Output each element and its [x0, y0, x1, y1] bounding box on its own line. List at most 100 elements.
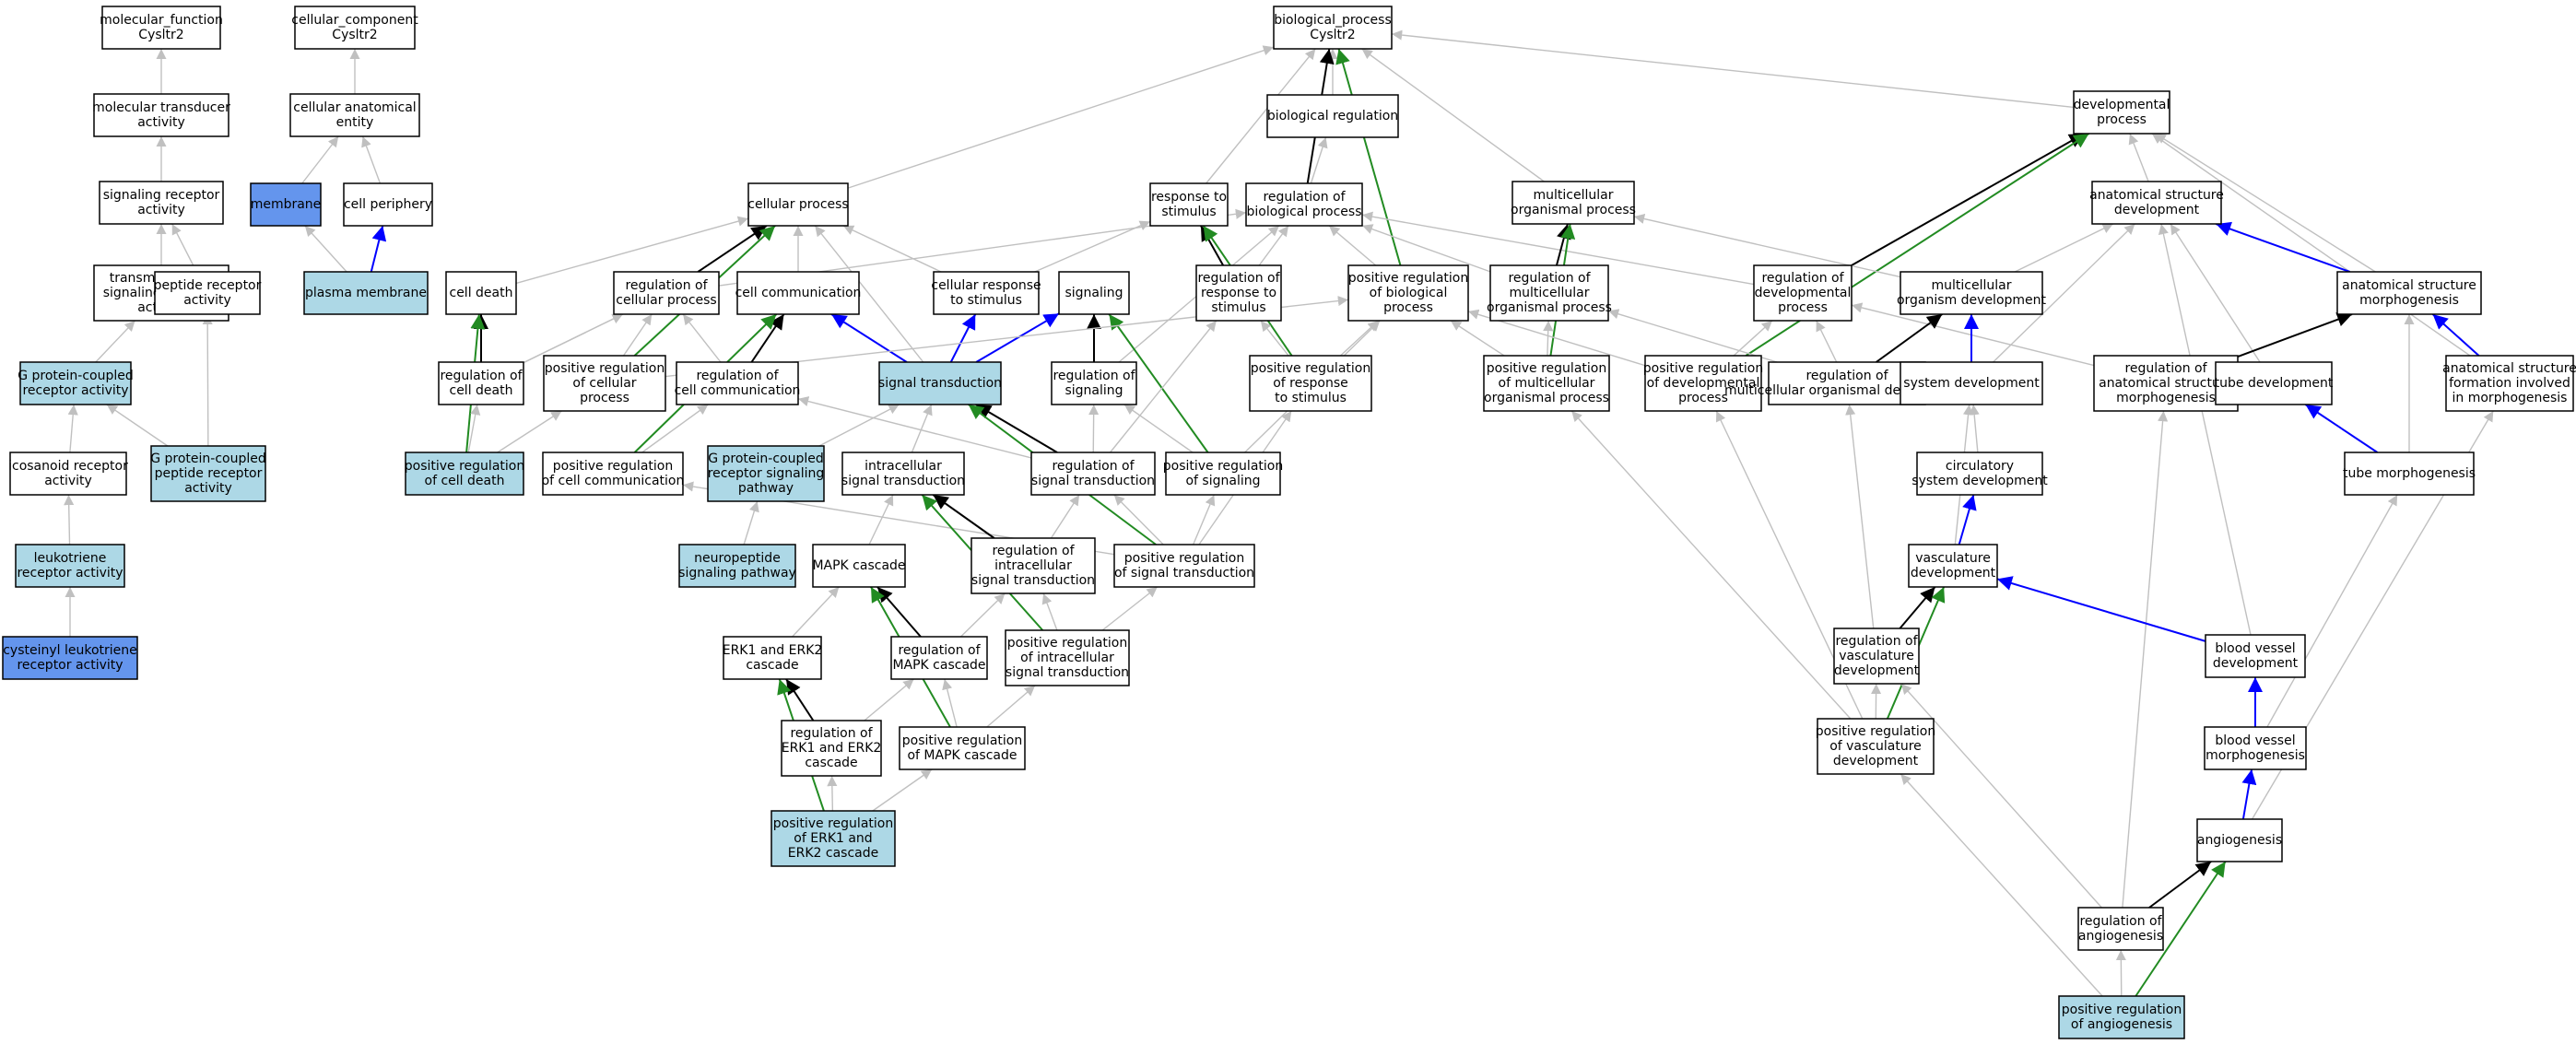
edge-sysdev-to-asd	[1993, 223, 2135, 363]
edge-prst-to-prsig	[1193, 494, 1216, 545]
term-label: cellular response	[931, 278, 1041, 293]
term-node-st[interactable]: signal transduction	[878, 361, 1002, 405]
term-node-breg[interactable]: biological regulation	[1266, 94, 1399, 138]
term-label: positive regulation	[1643, 361, 1763, 376]
term-node-cdeath[interactable]: cell death	[445, 271, 517, 315]
term-box	[707, 445, 825, 502]
term-label: of response	[1273, 376, 1348, 391]
term-label: positive regulation	[1487, 361, 1606, 376]
term-label: of cell death	[425, 474, 505, 488]
edge-rangio-to-rvd	[1900, 683, 2102, 909]
term-label: in morphogenesis	[2452, 391, 2568, 405]
term-box	[93, 93, 229, 137]
edge-rmop-to-mop	[1555, 223, 1571, 266]
edge-gpcrsp-to-st	[818, 404, 900, 447]
term-node-memb[interactable]: membrane	[250, 182, 322, 227]
term-node-sig[interactable]: signaling	[1058, 271, 1130, 315]
term-node-tubedev[interactable]: tube development	[2215, 361, 2334, 405]
term-node-cproc[interactable]: cellular process	[747, 182, 849, 227]
edge-vascdev-to-csd	[1958, 494, 1977, 545]
term-node-tubemorph[interactable]: tube morphogenesis	[2343, 452, 2476, 496]
term-box	[1483, 355, 1610, 412]
edge-prangio-to-prvd	[1900, 773, 2103, 997]
edge-rmod-to-rmop	[1607, 309, 1778, 363]
term-label: cellular_component	[291, 13, 418, 28]
term-node-angio[interactable]: angiogenesis	[2196, 818, 2283, 862]
term-label: positive regulation	[773, 816, 893, 831]
term-node-sysdev[interactable]: system development	[1900, 361, 2043, 405]
term-box	[2445, 355, 2574, 412]
edge-pm-to-cperi	[370, 225, 387, 273]
term-node-ccomm[interactable]: cell communication	[735, 271, 862, 315]
term-box	[1489, 264, 1609, 322]
edge-gpcra-to-tsra	[95, 320, 136, 363]
term-node-cperi[interactable]: cell periphery	[343, 182, 433, 227]
term-box	[1005, 629, 1130, 686]
term-label: MAPK cascade	[812, 558, 905, 573]
term-node-mapk[interactable]: MAPK cascade	[812, 544, 906, 588]
term-label: of signaling	[1185, 474, 1260, 488]
term-box	[841, 452, 965, 496]
term-node-pm[interactable]: plasma membrane	[303, 271, 429, 315]
term-label: of MAPK cascade	[907, 748, 1017, 763]
